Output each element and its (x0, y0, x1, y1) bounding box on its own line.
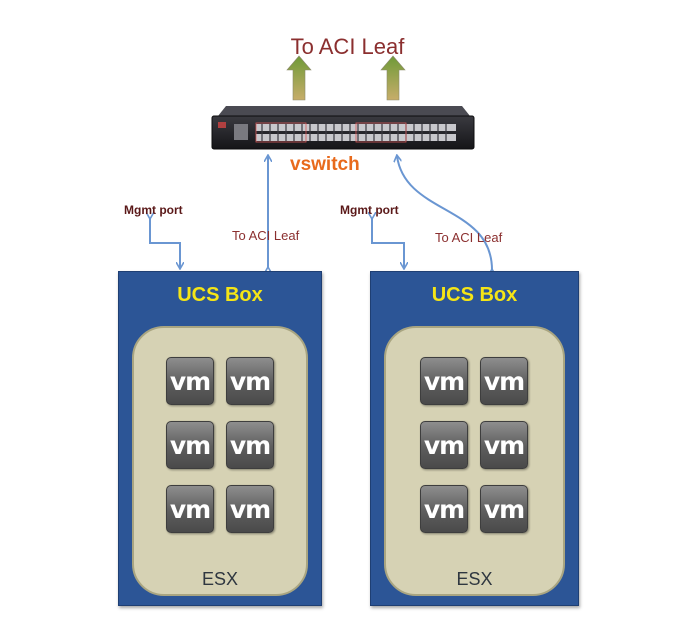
vm-icon: vm (480, 485, 528, 533)
esx-label: ESX (201, 569, 239, 589)
ucs-box-right: UCS Box vm vm vm vm vm vm ESX (370, 271, 579, 606)
mgmt-link-right (372, 218, 404, 268)
vm-icon: vm (420, 421, 468, 469)
esx-panel: vm vm vm vm vm vm ESX (384, 326, 565, 596)
uplink-arrow-right (380, 55, 406, 101)
ucs-box-left: UCS Box vm vm vm vm vm vm ESX (118, 271, 322, 606)
vm-icon: vm (166, 357, 214, 405)
link-right-ucs-to-switch (397, 156, 492, 270)
uplink-label-left: To ACI Leaf (232, 228, 300, 243)
mgmt-port-label-right: Mgmt port (340, 203, 399, 217)
switch-label: vswitch (290, 154, 360, 175)
switch-device (211, 106, 475, 150)
uplink-label-right: To ACI Leaf (435, 230, 503, 245)
vm-icon: vm (480, 357, 528, 405)
vm-icon: vm (166, 421, 214, 469)
uplink-arrow-left (286, 55, 312, 101)
ucs-box-title: UCS Box (177, 284, 263, 306)
esx-panel: vm vm vm vm vm vm ESX (132, 326, 308, 596)
esx-label: ESX (456, 569, 493, 589)
ucs-box-title: UCS Box (431, 284, 518, 306)
vm-icon: vm (226, 485, 274, 533)
vm-icon: vm (420, 357, 468, 405)
mgmt-link-left (150, 218, 180, 268)
vm-icon: vm (420, 485, 468, 533)
vm-icon: vm (226, 357, 274, 405)
diagram-title: To ACI Leaf (290, 34, 405, 59)
vm-icon: vm (480, 421, 528, 469)
mgmt-port-label-left: Mgmt port (124, 203, 183, 217)
vm-icon: vm (166, 485, 214, 533)
vm-icon: vm (226, 421, 274, 469)
